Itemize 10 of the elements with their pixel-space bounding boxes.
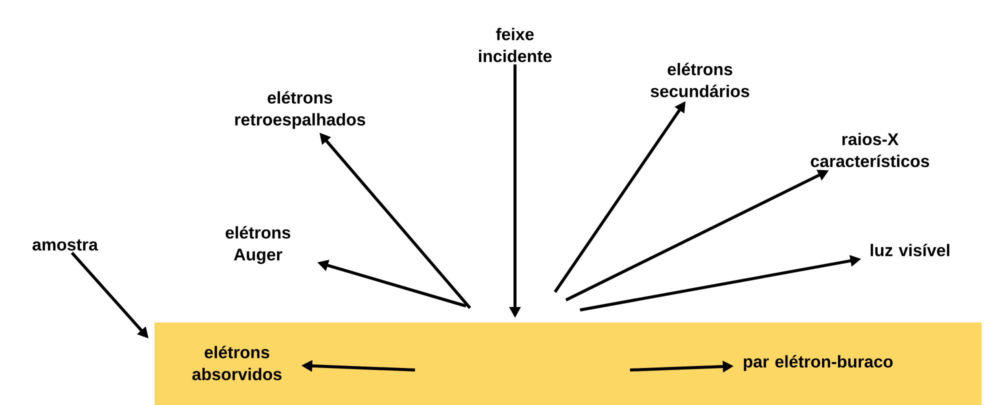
text-label: amostra <box>32 239 98 251</box>
text-label: feixe incidente <box>479 28 552 62</box>
text-label: elétrons retroespalhados <box>235 91 366 129</box>
text-label: par elétron-buraco <box>744 355 893 371</box>
text-label: elétrons secundários <box>650 62 750 98</box>
sample-band <box>154 322 982 405</box>
text-label: elétrons absorvidos <box>192 346 282 380</box>
text-label: elétrons Auger <box>226 226 290 264</box>
text-label: luz visível <box>870 244 950 256</box>
text-label: raios-X característicos <box>810 132 930 168</box>
